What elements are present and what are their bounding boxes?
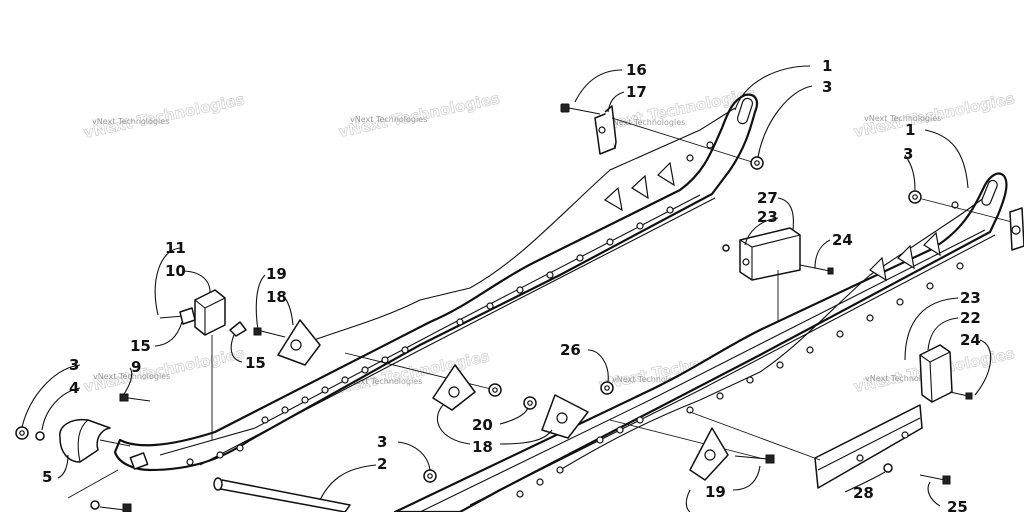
- bolt-24a: [799, 264, 834, 275]
- rail-holes: [516, 201, 964, 498]
- top-bracket-17: [594, 105, 617, 155]
- watermark-text: vNext Technologies: [345, 377, 422, 386]
- callout-labels: 1 3 16 17 1 3 27 23 24 23 22 24 11 10 19…: [42, 57, 981, 512]
- callout-3: 3: [822, 78, 832, 96]
- callout-25: 25: [947, 498, 968, 512]
- bolt-19a: [253, 327, 286, 338]
- bolt-19b: [734, 454, 775, 464]
- watermark-group: vNext Technologies vNext Technologies vN…: [82, 84, 1017, 400]
- right-slide-rail: [393, 172, 1008, 512]
- end-bracket-right: [1009, 207, 1024, 251]
- left-slide-rail: [113, 93, 759, 472]
- leader-lines: [21, 65, 992, 512]
- watermark-text: vNext Technologies: [864, 114, 941, 123]
- nut-3d: [423, 469, 437, 483]
- watermark-text: vNext Technologies: [865, 374, 942, 383]
- pin-11: [159, 307, 196, 325]
- bolt-24b: [949, 391, 973, 400]
- bracket-18a: [277, 319, 321, 366]
- callout-24: 24: [832, 231, 853, 249]
- bumper-block-23: [739, 227, 801, 281]
- washer-27: [722, 244, 730, 252]
- callout-15: 15: [245, 354, 266, 372]
- callout-3: 3: [69, 356, 79, 374]
- washer-28: [883, 463, 893, 473]
- watermark-ghost: vNext Technologies: [82, 344, 246, 396]
- callout-24: 24: [960, 331, 981, 349]
- watermark-text: vNext Technologies: [350, 115, 427, 124]
- callout-5: 5: [42, 468, 52, 486]
- callout-23: 23: [960, 289, 981, 307]
- wear-strip: [814, 404, 923, 489]
- callout-10: 10: [165, 262, 186, 280]
- callout-19: 19: [266, 265, 287, 283]
- nut-3c: [15, 426, 29, 440]
- callout-16: 16: [626, 61, 647, 79]
- callout-9: 9: [131, 358, 141, 376]
- bracket-18c: [541, 394, 589, 439]
- nut-20b: [523, 396, 537, 410]
- bolt-16: [560, 103, 601, 115]
- callout-3: 3: [903, 145, 913, 163]
- callout-27: 27: [757, 189, 778, 207]
- axle-shaft-2: [213, 477, 351, 512]
- callout-1: 1: [905, 121, 915, 139]
- nut-right-rail: [908, 190, 922, 204]
- callout-28: 28: [853, 484, 874, 502]
- nut-20a: [488, 383, 502, 397]
- bracket-lower: [689, 427, 729, 481]
- end-cap-5: [59, 418, 111, 463]
- washer-4: [35, 431, 45, 441]
- callout-1: 1: [822, 57, 832, 75]
- callout-3: 3: [377, 433, 387, 451]
- callout-11: 11: [165, 239, 186, 257]
- nut-top: [750, 156, 764, 170]
- callout-2: 2: [377, 455, 387, 473]
- callout-17: 17: [626, 83, 647, 101]
- callout-20: 20: [472, 416, 493, 434]
- bumper-10: [194, 289, 226, 336]
- callout-4: 4: [69, 379, 79, 397]
- bracket-18b: [432, 364, 476, 411]
- nut-26: [600, 381, 614, 395]
- bolt-9: [119, 393, 151, 402]
- bumper-block-22: [919, 344, 953, 403]
- watermark-text: vNext Technologies: [612, 375, 689, 384]
- callout-19: 19: [705, 483, 726, 501]
- callout-18: 18: [266, 288, 287, 306]
- callout-15: 15: [130, 337, 151, 355]
- watermark-text: vNext Technologies: [608, 118, 685, 127]
- callout-18: 18: [472, 438, 493, 456]
- callout-26: 26: [560, 341, 581, 359]
- watermark-text: vNext Technologies: [92, 117, 169, 126]
- bolt-25: [919, 474, 951, 485]
- rail-holes: [186, 141, 714, 466]
- callout-23: 23: [757, 208, 778, 226]
- callout-22: 22: [960, 309, 981, 327]
- bolt-lower-left: [90, 500, 132, 512]
- clip-15: [229, 321, 247, 337]
